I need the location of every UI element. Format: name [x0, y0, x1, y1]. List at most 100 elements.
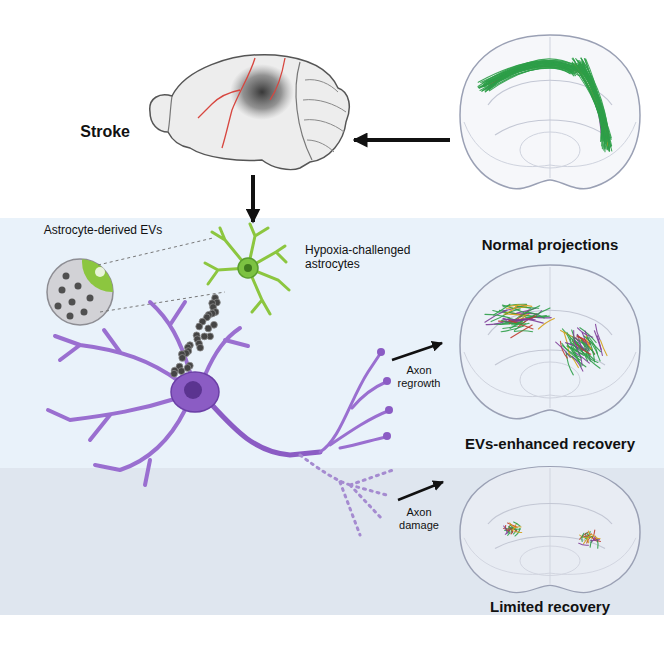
fiber-tract	[510, 321, 522, 329]
fiber-tract	[485, 314, 510, 318]
fiber-tract	[573, 65, 608, 150]
axon-terminal	[383, 432, 391, 440]
fiber-tract	[488, 62, 574, 84]
vesicle-spot	[95, 267, 105, 277]
ev-dot	[63, 273, 70, 280]
node-label: Normal projections	[452, 236, 648, 253]
ev-vesicle	[47, 232, 225, 325]
fiber-tract	[572, 59, 609, 151]
ev-dot	[87, 295, 94, 302]
node-label: Hypoxia-challenged astrocytes	[305, 244, 423, 272]
zoom-line	[98, 238, 225, 312]
brain-outline	[150, 55, 349, 170]
node-label: Limited recovery	[452, 598, 648, 615]
brain-outline	[460, 467, 640, 593]
ev-dot	[69, 299, 76, 306]
axon	[212, 405, 320, 455]
fiber-tract	[597, 539, 599, 548]
mouse-brain	[150, 55, 349, 170]
fiber-tract	[574, 331, 578, 349]
fiber-tract	[574, 65, 607, 147]
astrocyte-soma	[238, 258, 258, 278]
fiber-tract	[514, 522, 521, 526]
ev-particle	[179, 355, 186, 362]
fiber-tract	[584, 536, 590, 544]
fiber-tract	[582, 533, 584, 541]
axon-terminal	[385, 406, 393, 414]
ev-dot	[55, 303, 62, 310]
result-arrow	[392, 343, 442, 360]
fiber-tract	[502, 320, 527, 324]
fiber-tract	[509, 320, 533, 329]
ev-particle	[205, 325, 212, 332]
fiber-tract	[587, 537, 589, 543]
diagram-node: Hypoxia-challenged astrocytes	[205, 222, 427, 317]
dendrite	[48, 398, 178, 440]
dendrite	[55, 330, 180, 382]
flow-arrow	[354, 138, 450, 142]
annotation-label: Axon damage	[393, 506, 445, 532]
dendrite	[205, 328, 248, 375]
axon-branch	[352, 382, 386, 408]
fiber-tract	[581, 64, 607, 142]
fiber-tract	[575, 66, 608, 148]
fiber-tract	[509, 305, 532, 306]
dendrite	[150, 302, 190, 372]
fiber-tract	[601, 341, 607, 356]
fiber-tract	[591, 534, 598, 539]
diagram-node: Stroke	[138, 48, 354, 173]
brain-outline	[460, 265, 640, 419]
neuron-soma	[171, 372, 219, 412]
result-arrow	[398, 482, 443, 500]
node-label: Stroke	[80, 123, 130, 141]
ev-dot	[59, 287, 66, 294]
ev-particle	[201, 333, 208, 340]
fiber-tract	[489, 59, 576, 90]
fiber-tract	[582, 61, 612, 151]
fiber-tract	[591, 536, 595, 542]
fiber-tract	[578, 63, 607, 143]
fiber-tract	[575, 63, 607, 149]
ev-particle	[196, 323, 203, 330]
annotation-label: Axon regrowth	[393, 364, 445, 390]
fiber-tract	[512, 530, 522, 532]
fiber-group	[485, 304, 607, 375]
ev-dot	[75, 283, 82, 290]
fiber-tract	[525, 312, 544, 318]
astrocyte	[205, 224, 289, 314]
ev-stream	[171, 295, 221, 378]
fiber-tract	[508, 319, 528, 320]
astrocyte-nucleus	[244, 264, 252, 272]
dendrite	[95, 410, 185, 485]
ev-particle	[178, 368, 185, 375]
fiber-tract	[596, 324, 601, 340]
fiber-tract	[579, 543, 589, 545]
flow-arrow	[251, 175, 255, 222]
fiber-group	[478, 58, 612, 152]
fiber-group	[504, 522, 601, 548]
brain-outline	[460, 35, 640, 189]
fiber-tract	[590, 540, 591, 547]
diagram-node: Limited recovery	[452, 465, 648, 615]
fiber-tract	[584, 336, 600, 352]
diagram-node: EVs-enhanced recovery	[452, 262, 648, 452]
fiber-tract	[514, 330, 532, 332]
fiber-tract	[578, 328, 593, 337]
blood-vessel	[198, 58, 285, 148]
ev-dot	[67, 313, 74, 320]
fiber-tract	[510, 523, 516, 528]
damaged-axon	[300, 455, 393, 535]
fiber-tract	[566, 352, 573, 375]
diagram-node: Astrocyte-derived EVs	[28, 222, 178, 332]
neuron	[48, 302, 393, 535]
neuron-nucleus	[184, 381, 202, 399]
vesicle-body	[47, 259, 113, 325]
node-label: Astrocyte-derived EVs	[28, 224, 178, 238]
axon-terminal	[377, 348, 385, 356]
ev-particle	[197, 344, 204, 351]
diagram-node: Normal projections	[452, 18, 648, 253]
